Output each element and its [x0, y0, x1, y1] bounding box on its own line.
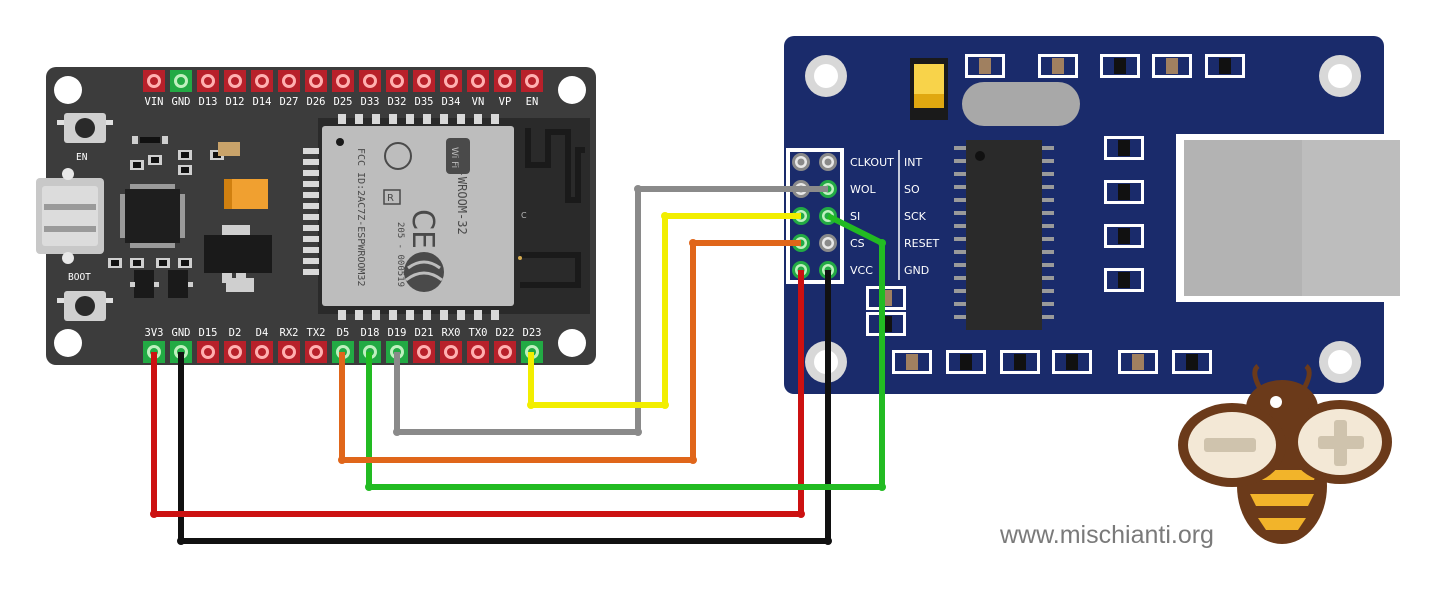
module-r-mark: R: [387, 193, 394, 204]
esp32-top-pin-label: D25: [334, 96, 353, 108]
esp32-top-pin-d27[interactable]: [278, 70, 300, 92]
esp32-top-pin-label: D35: [415, 96, 434, 108]
esp32-bottom-pin-label: D4: [256, 327, 269, 339]
boot-button-label: BOOT: [68, 272, 91, 283]
en-button[interactable]: [57, 113, 113, 143]
enc28j60-pin-clkout[interactable]: [792, 153, 810, 171]
esp32-top-pin-d32[interactable]: [386, 70, 408, 92]
esp32-top-pin-label: D33: [361, 96, 380, 108]
esp32-bottom-pin-label: TX0: [469, 327, 488, 339]
esp32-bottom-pin-label: D22: [496, 327, 515, 339]
esp32-top-pin-label: D26: [307, 96, 326, 108]
esp32-top-pin-d25[interactable]: [332, 70, 354, 92]
enc28j60-pin-int[interactable]: [819, 153, 837, 171]
enc28j60-pin-reset[interactable]: [819, 234, 837, 252]
module-wifi-logo: Wi Fi: [449, 147, 459, 168]
esp32-top-pin-d33[interactable]: [359, 70, 381, 92]
esp32-top-pin-en[interactable]: [521, 70, 543, 92]
esp32-bottom-pin-d21[interactable]: [413, 341, 435, 363]
esp32-bottom-pin-label: 3V3: [145, 327, 164, 339]
esp32-top-pin-label: D13: [199, 96, 218, 108]
module-fcc-id: FCC ID:2AC7Z-ESPWROOM32: [355, 148, 366, 286]
esp32-top-pin-label: GND: [172, 96, 191, 108]
enc28j60-left-label: WOL: [850, 183, 877, 196]
enc28j60-right-label: SO: [904, 183, 920, 196]
esp32-bottom-pin-label: RX2: [280, 327, 299, 339]
esp32-top-pin-label: VIN: [145, 96, 164, 108]
esp32-top-pin-d12[interactable]: [224, 70, 246, 92]
esp32-bottom-pin-label: D2: [229, 327, 242, 339]
wifi-antenna-icon: C: [518, 128, 585, 288]
esp32-top-pin-row: VIN GND D13 D12 D14 D27 D26 D25 D33 D32 D35 D34 VN VP…: [143, 70, 543, 108]
enc28j60-right-label: SCK: [904, 210, 927, 223]
esp32-bottom-pin-label: GND: [172, 327, 191, 339]
enc28j60-left-label: CLKOUT: [850, 156, 894, 169]
esp32-top-pin-label: VP: [499, 96, 512, 108]
en-button-label: EN: [76, 152, 88, 163]
svg-text:CE: CE: [405, 209, 440, 249]
esp32-top-pin-d14[interactable]: [251, 70, 273, 92]
esp32-top-pin-d26[interactable]: [305, 70, 327, 92]
esp32-bottom-pin-tx0[interactable]: [467, 341, 489, 363]
esp-wroom-32-module: C FCC ID:2AC7Z-ESPWROOM32 ESP-WROOM-32 2…: [303, 114, 590, 320]
esp32-bottom-pin-label: D5: [337, 327, 350, 339]
esp32-bottom-pin-tx2[interactable]: [305, 341, 327, 363]
esp32-bottom-pin-label: TX2: [307, 327, 326, 339]
enc28j60-right-label: INT: [904, 156, 922, 169]
wire-gnd-black: [178, 270, 831, 544]
enc28j60-chip: [954, 140, 1054, 330]
bee-logo-icon: [1178, 364, 1392, 544]
enc28j60-right-label: GND: [904, 264, 929, 277]
usb-connector-icon: [36, 168, 104, 264]
esp32-bottom-pin-label: D21: [415, 327, 434, 339]
esp32-top-pin-d13[interactable]: [197, 70, 219, 92]
esp32-board: VIN GND D13 D12 D14 D27 D26 D25 D33 D32 D35 D34 VN VP…: [36, 67, 596, 365]
esp32-bottom-pin-label: RX0: [442, 327, 461, 339]
wires: [150, 185, 886, 545]
rj45-jack: [1176, 134, 1400, 302]
enc28j60-right-label: RESET: [904, 237, 940, 250]
watermark-url: www.mischianti.org: [999, 521, 1214, 549]
enc28j60-left-label: SI: [850, 210, 860, 223]
esp32-top-pin-label: D34: [442, 96, 461, 108]
esp32-top-pin-label: EN: [526, 96, 539, 108]
esp32-top-pin-vp[interactable]: [494, 70, 516, 92]
esp32-top-pin-label: D27: [280, 96, 299, 108]
esp32-top-pin-gnd[interactable]: [170, 70, 192, 92]
esp32-top-pin-label: D12: [226, 96, 245, 108]
esp32-top-pin-label: D14: [253, 96, 272, 108]
svg-text:C: C: [521, 211, 527, 220]
esp32-top-pin-d35[interactable]: [413, 70, 435, 92]
esp32-bottom-pin-d2[interactable]: [224, 341, 246, 363]
enc28j60-left-label: CS: [850, 237, 865, 250]
esp32-top-pin-label: VN: [472, 96, 485, 108]
esp32-bottom-pin-rx0[interactable]: [440, 341, 462, 363]
esp32-smd-components: [108, 136, 272, 298]
esp32-bottom-pin-label: D15: [199, 327, 218, 339]
esp32-bottom-pin-d4[interactable]: [251, 341, 273, 363]
esp32-bottom-pin-d22[interactable]: [494, 341, 516, 363]
esp32-bottom-pin-label: D23: [523, 327, 542, 339]
boot-button[interactable]: [57, 291, 113, 321]
esp32-top-pin-label: D32: [388, 96, 407, 108]
esp32-top-pin-d34[interactable]: [440, 70, 462, 92]
ce-mark-icon: CE: [405, 209, 440, 249]
enc28j60-smd-components: [866, 54, 1245, 374]
enc28j60-board: CLKOUT INT WOL SO SI SCK CS RESET VCC GND: [784, 36, 1400, 394]
wire-3v3-red: [151, 270, 804, 517]
esp32-top-pin-vin[interactable]: [143, 70, 165, 92]
enc28j60-left-label: VCC: [850, 264, 873, 277]
esp32-bottom-pin-label: D19: [388, 327, 407, 339]
esp32-bottom-pin-label: D18: [361, 327, 380, 339]
esp32-bottom-pin-rx2[interactable]: [278, 341, 300, 363]
esp32-top-pin-vn[interactable]: [467, 70, 489, 92]
esp32-bottom-pin-d15[interactable]: [197, 341, 219, 363]
module-cert: 205 - 000519: [395, 222, 405, 287]
